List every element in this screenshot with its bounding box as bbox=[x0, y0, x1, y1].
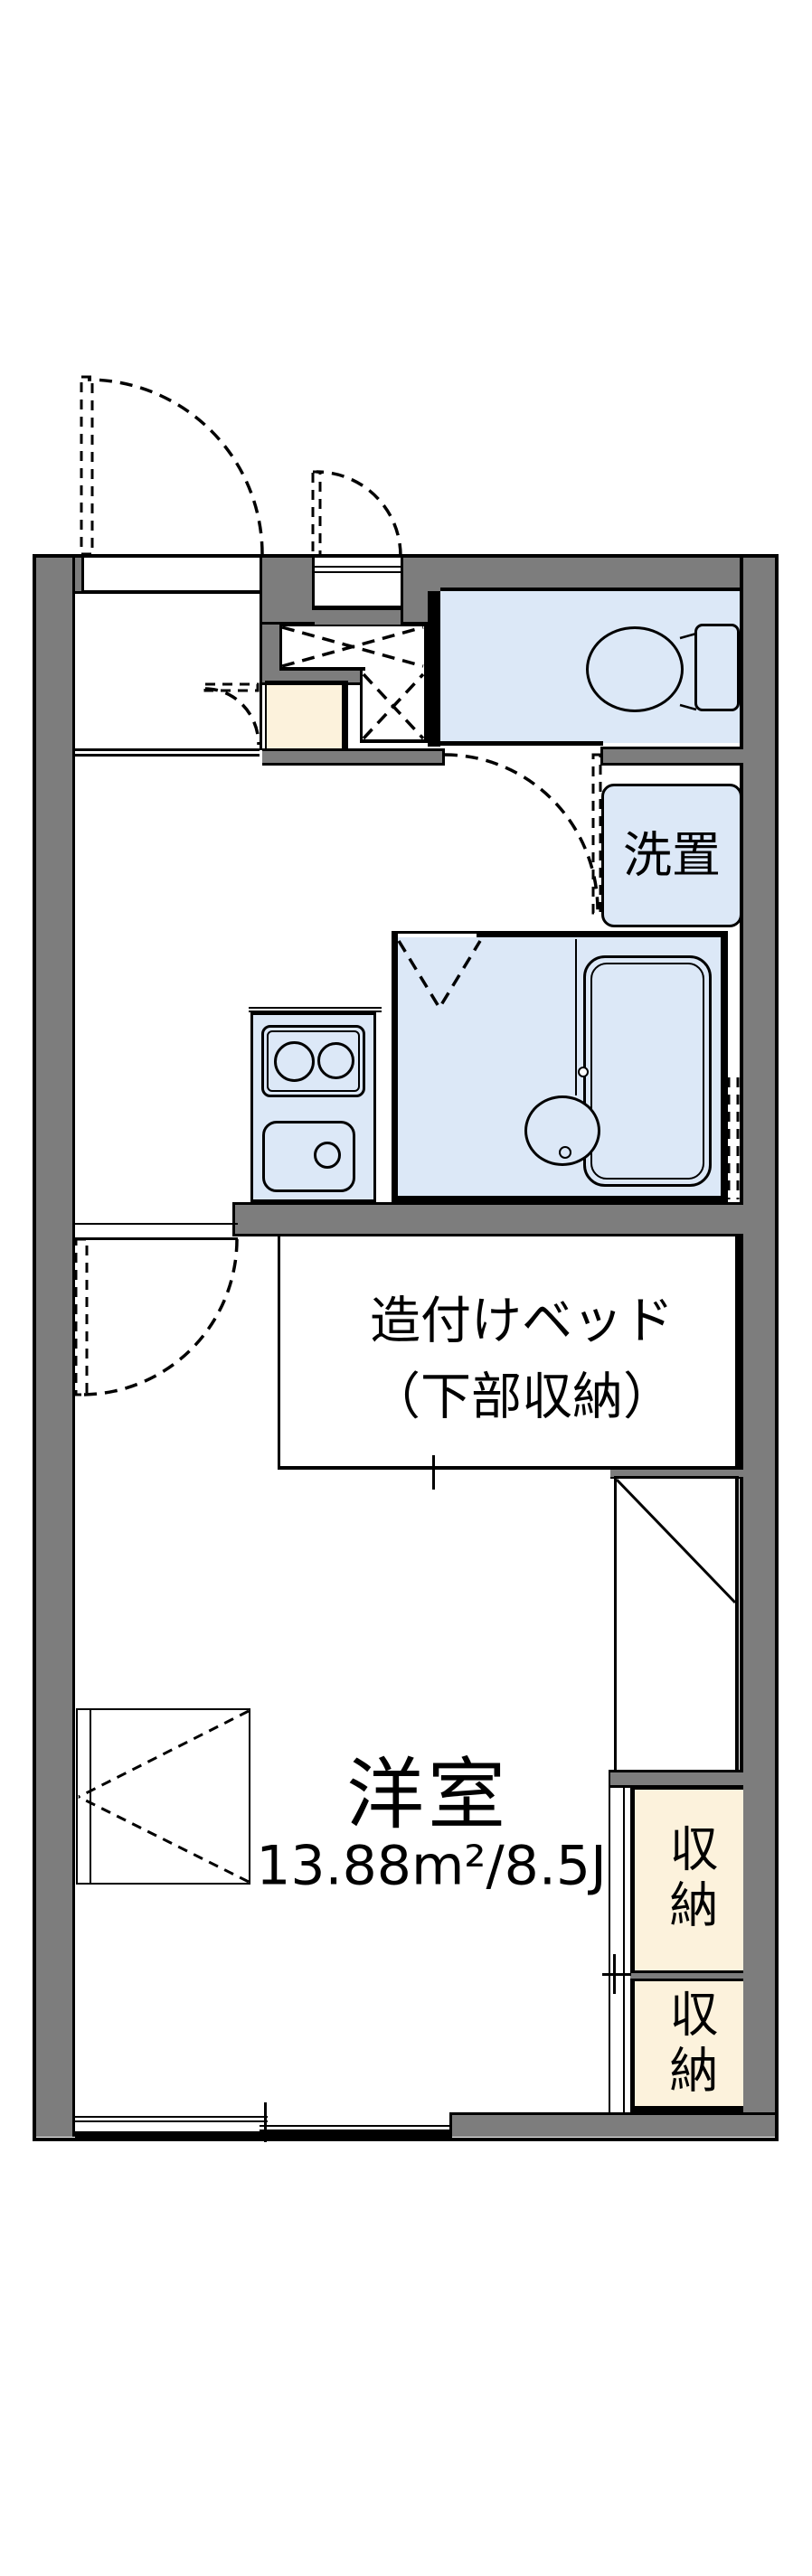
closet-tick-vertical bbox=[613, 1954, 616, 1994]
wall-below-toilet bbox=[600, 747, 743, 766]
kitchen-counter-lip-2 bbox=[249, 1011, 382, 1012]
hall-opening-line-1 bbox=[75, 748, 260, 751]
utility-door-swing bbox=[316, 470, 402, 557]
bed-right-line bbox=[735, 1236, 743, 1470]
utility-threshold-line-2 bbox=[315, 571, 401, 573]
laundry-space-box bbox=[601, 784, 742, 927]
hall-right-wall-line bbox=[260, 558, 262, 750]
bathroom-right-wall bbox=[721, 931, 728, 1202]
window-sash-lower-1 bbox=[260, 2125, 452, 2127]
entrance-left-jamb bbox=[75, 558, 84, 594]
top-wall-left-of-utility-door bbox=[262, 558, 315, 625]
closet-divider-wall bbox=[630, 1970, 743, 1981]
bed-label-line1: 造付けベッド bbox=[370, 1292, 674, 1351]
room-opening-line-2 bbox=[75, 1237, 238, 1240]
bed-foot-tick bbox=[432, 1455, 435, 1490]
toilet-tank bbox=[694, 624, 740, 711]
utility-threshold-line-1 bbox=[315, 566, 401, 568]
closet-tick-horizontal bbox=[602, 1973, 631, 1976]
left-exterior-wall bbox=[36, 558, 75, 2137]
bottom-window-sill-line bbox=[75, 2131, 452, 2138]
entrance-door-leaf bbox=[80, 375, 94, 556]
open-shelf-box bbox=[614, 1604, 739, 1772]
window-side-box bbox=[76, 1708, 250, 1885]
pipe-space-upper bbox=[279, 625, 428, 671]
closet-upper-box bbox=[630, 1788, 743, 1970]
wall-below-bathroom bbox=[232, 1202, 743, 1236]
bed-label-line2: （下部収納） bbox=[370, 1368, 674, 1427]
room-opening-line-1 bbox=[75, 1223, 238, 1225]
entrance-opening-inner-line bbox=[81, 590, 262, 594]
wash-basin-drain bbox=[559, 1146, 571, 1159]
toilet-left-wall bbox=[428, 591, 440, 747]
pipe-space-lower bbox=[360, 671, 428, 743]
room-label: 洋室 bbox=[346, 1749, 509, 1840]
stove-burner-right bbox=[317, 1042, 354, 1079]
kitchen-counter-lip-1 bbox=[249, 1007, 382, 1009]
room-area-label: 13.88m²/8.5J bbox=[256, 1834, 607, 1898]
window-sash-upper-1 bbox=[75, 2116, 268, 2118]
toilet-bottom-line bbox=[440, 741, 603, 746]
closet-lower-box bbox=[630, 1981, 743, 2112]
top-wall-above-toilet bbox=[440, 558, 743, 591]
shelf-closet-divider-wall bbox=[609, 1770, 743, 1788]
hall-opening-line-2 bbox=[75, 754, 260, 757]
stove-inner bbox=[267, 1030, 360, 1092]
bathroom-door-head-line bbox=[392, 931, 479, 934]
stove-outer bbox=[261, 1025, 365, 1097]
window-center-tick bbox=[264, 2102, 267, 2142]
wall-below-hall bbox=[262, 748, 445, 766]
bathtub-outer bbox=[583, 955, 712, 1187]
bathroom-bottom-wall bbox=[392, 1196, 728, 1202]
utility-door-left-cap bbox=[312, 558, 315, 610]
closet-front-line-1 bbox=[609, 1788, 610, 2112]
window-sash-upper-2 bbox=[75, 2120, 268, 2122]
shoe-box bbox=[265, 681, 348, 748]
bottom-exterior-wall bbox=[449, 2112, 775, 2137]
bathroom-top-wall bbox=[477, 931, 728, 937]
utility-door-leaf bbox=[311, 470, 322, 558]
closet-upper-label: 収納 bbox=[661, 1823, 718, 1935]
bathroom-left-wall bbox=[392, 934, 398, 1202]
bed-left-line bbox=[278, 1236, 280, 1470]
pipe-space-step-line bbox=[279, 667, 365, 671]
laundry-label: 洗置 bbox=[623, 826, 721, 884]
entrance-door-swing bbox=[87, 378, 264, 555]
sink-drain bbox=[314, 1142, 341, 1169]
bathtub-inner-rim bbox=[590, 963, 704, 1180]
bed-foot-line bbox=[280, 1466, 743, 1470]
closet-front-line-2 bbox=[623, 1788, 625, 2112]
bathtub-drain-knob bbox=[578, 1067, 589, 1077]
utility-niche-back-wall bbox=[315, 606, 401, 625]
refrigerator-space-box bbox=[614, 1476, 739, 1607]
right-exterior-wall bbox=[740, 558, 775, 2137]
kitchen-sink bbox=[262, 1121, 355, 1192]
closet-lower-label: 収納 bbox=[661, 1988, 718, 2101]
toilet-bowl bbox=[586, 626, 684, 712]
window-sash-lower-2 bbox=[260, 2129, 452, 2131]
bathroom-divider-line bbox=[575, 939, 577, 1095]
wall-stub-left-of-pipe-space bbox=[262, 625, 280, 667]
stove-burner-left bbox=[274, 1041, 315, 1082]
window-side-box-inner-line bbox=[90, 1708, 91, 1885]
